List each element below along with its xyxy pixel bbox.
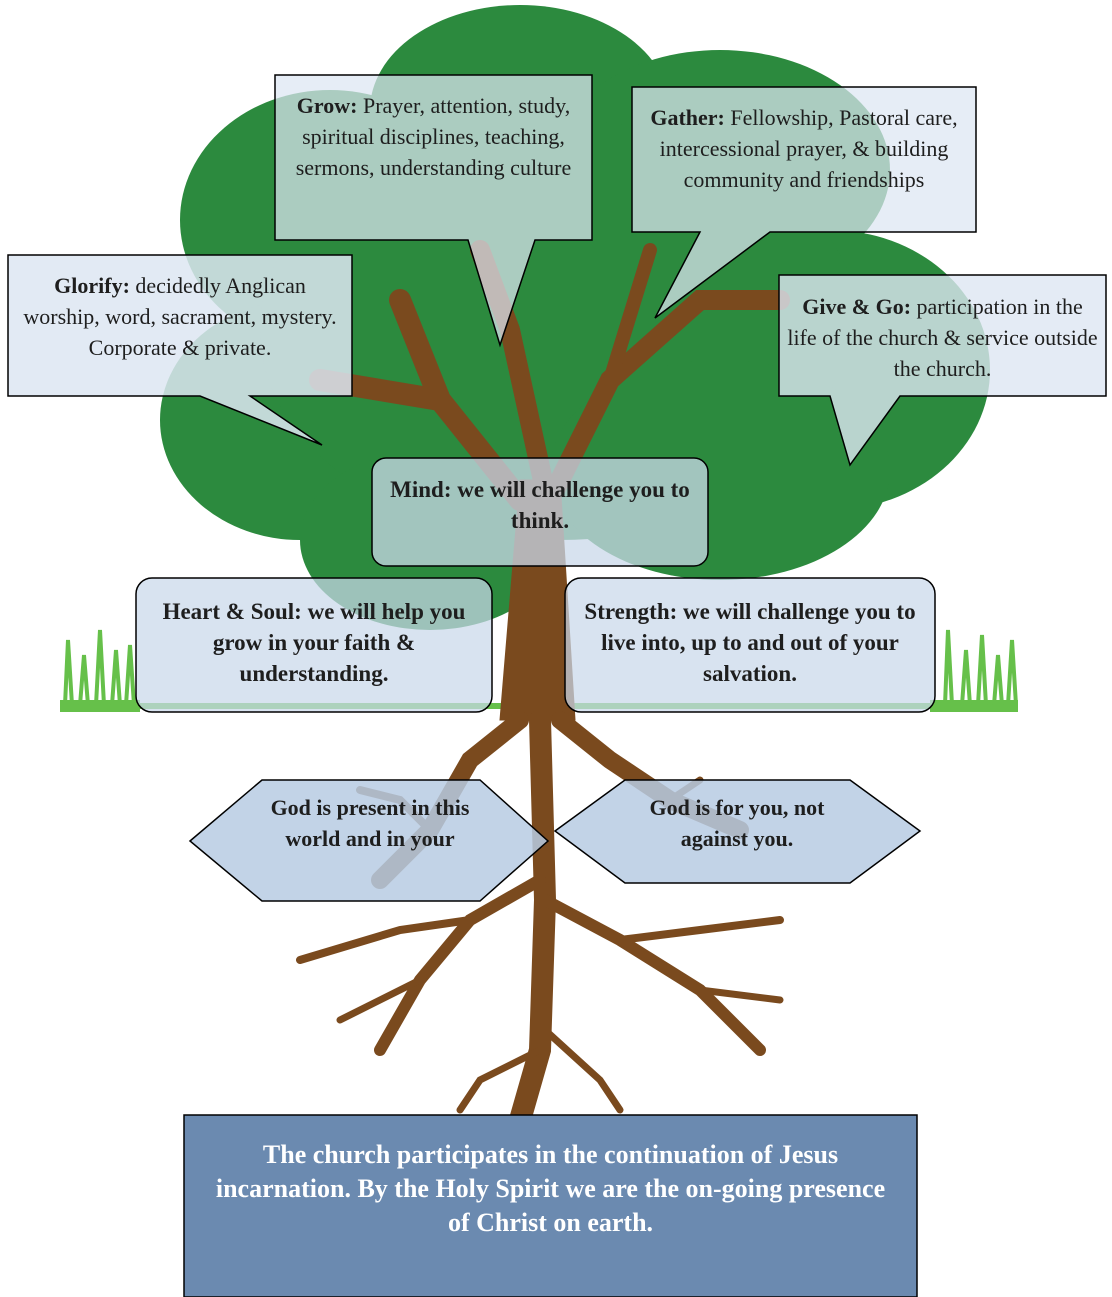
box-mind-shape xyxy=(371,457,709,567)
hex-left-text: God is present in this world and in your xyxy=(270,795,470,851)
callout-give-go-title: Give & Go: xyxy=(802,294,912,319)
footer-text: The church participates in the continuat… xyxy=(184,1124,917,1254)
box-strength-text: Strength: we will challenge you to live … xyxy=(584,599,916,686)
callout-grow: Grow: Prayer, attention, study, spiritua… xyxy=(275,80,592,193)
callout-give-go: Give & Go: participation in the life of … xyxy=(779,281,1106,394)
callout-grow-text: Prayer, attention, study, spiritual disc… xyxy=(295,93,572,180)
box-heart-soul: Heart & Soul: we will help you grow in y… xyxy=(136,582,492,703)
grass-left xyxy=(60,629,140,712)
hex-left: God is present in this world and in your xyxy=(270,792,470,886)
hex-left-shape xyxy=(188,779,550,902)
callout-glorify-text: decidedly Anglican worship, word, sacram… xyxy=(23,273,337,360)
callout-grow-shape xyxy=(274,74,593,348)
callout-gather-text: Fellowship, Pastoral care, intercessiona… xyxy=(659,105,958,192)
box-strength: Strength: we will challenge you to live … xyxy=(565,582,935,703)
callout-glorify-title: Glorify: xyxy=(54,273,130,298)
footer-statement: The church participates in the continuat… xyxy=(215,1140,886,1237)
callout-grow-title: Grow: xyxy=(296,93,358,118)
box-strength-shape xyxy=(564,577,936,713)
box-heart-soul-text: Heart & Soul: we will help you grow in y… xyxy=(162,599,466,686)
callout-give-go-shape xyxy=(778,274,1107,467)
hex-right-text: God is for you, not against you. xyxy=(649,795,825,851)
box-mind-text: Mind: we will challenge you to think. xyxy=(390,477,690,533)
box-mind: Mind: we will challenge you to think. xyxy=(372,460,708,550)
footer-box-shape xyxy=(183,1114,918,1297)
callout-gather: Gather: Fellowship, Pastoral care, inter… xyxy=(632,92,976,205)
callout-glorify: Glorify: decidedly Anglican worship, wor… xyxy=(8,260,352,373)
callout-glorify-shape xyxy=(7,254,353,446)
box-heart-soul-shape xyxy=(135,577,493,713)
grass-right xyxy=(930,629,1018,712)
hex-right: God is for you, not against you. xyxy=(632,792,842,878)
callout-gather-title: Gather: xyxy=(650,105,725,130)
hex-right-shape xyxy=(553,779,922,884)
callout-give-go-text: participation in the life of the church … xyxy=(787,294,1098,381)
callout-gather-shape xyxy=(631,86,977,319)
